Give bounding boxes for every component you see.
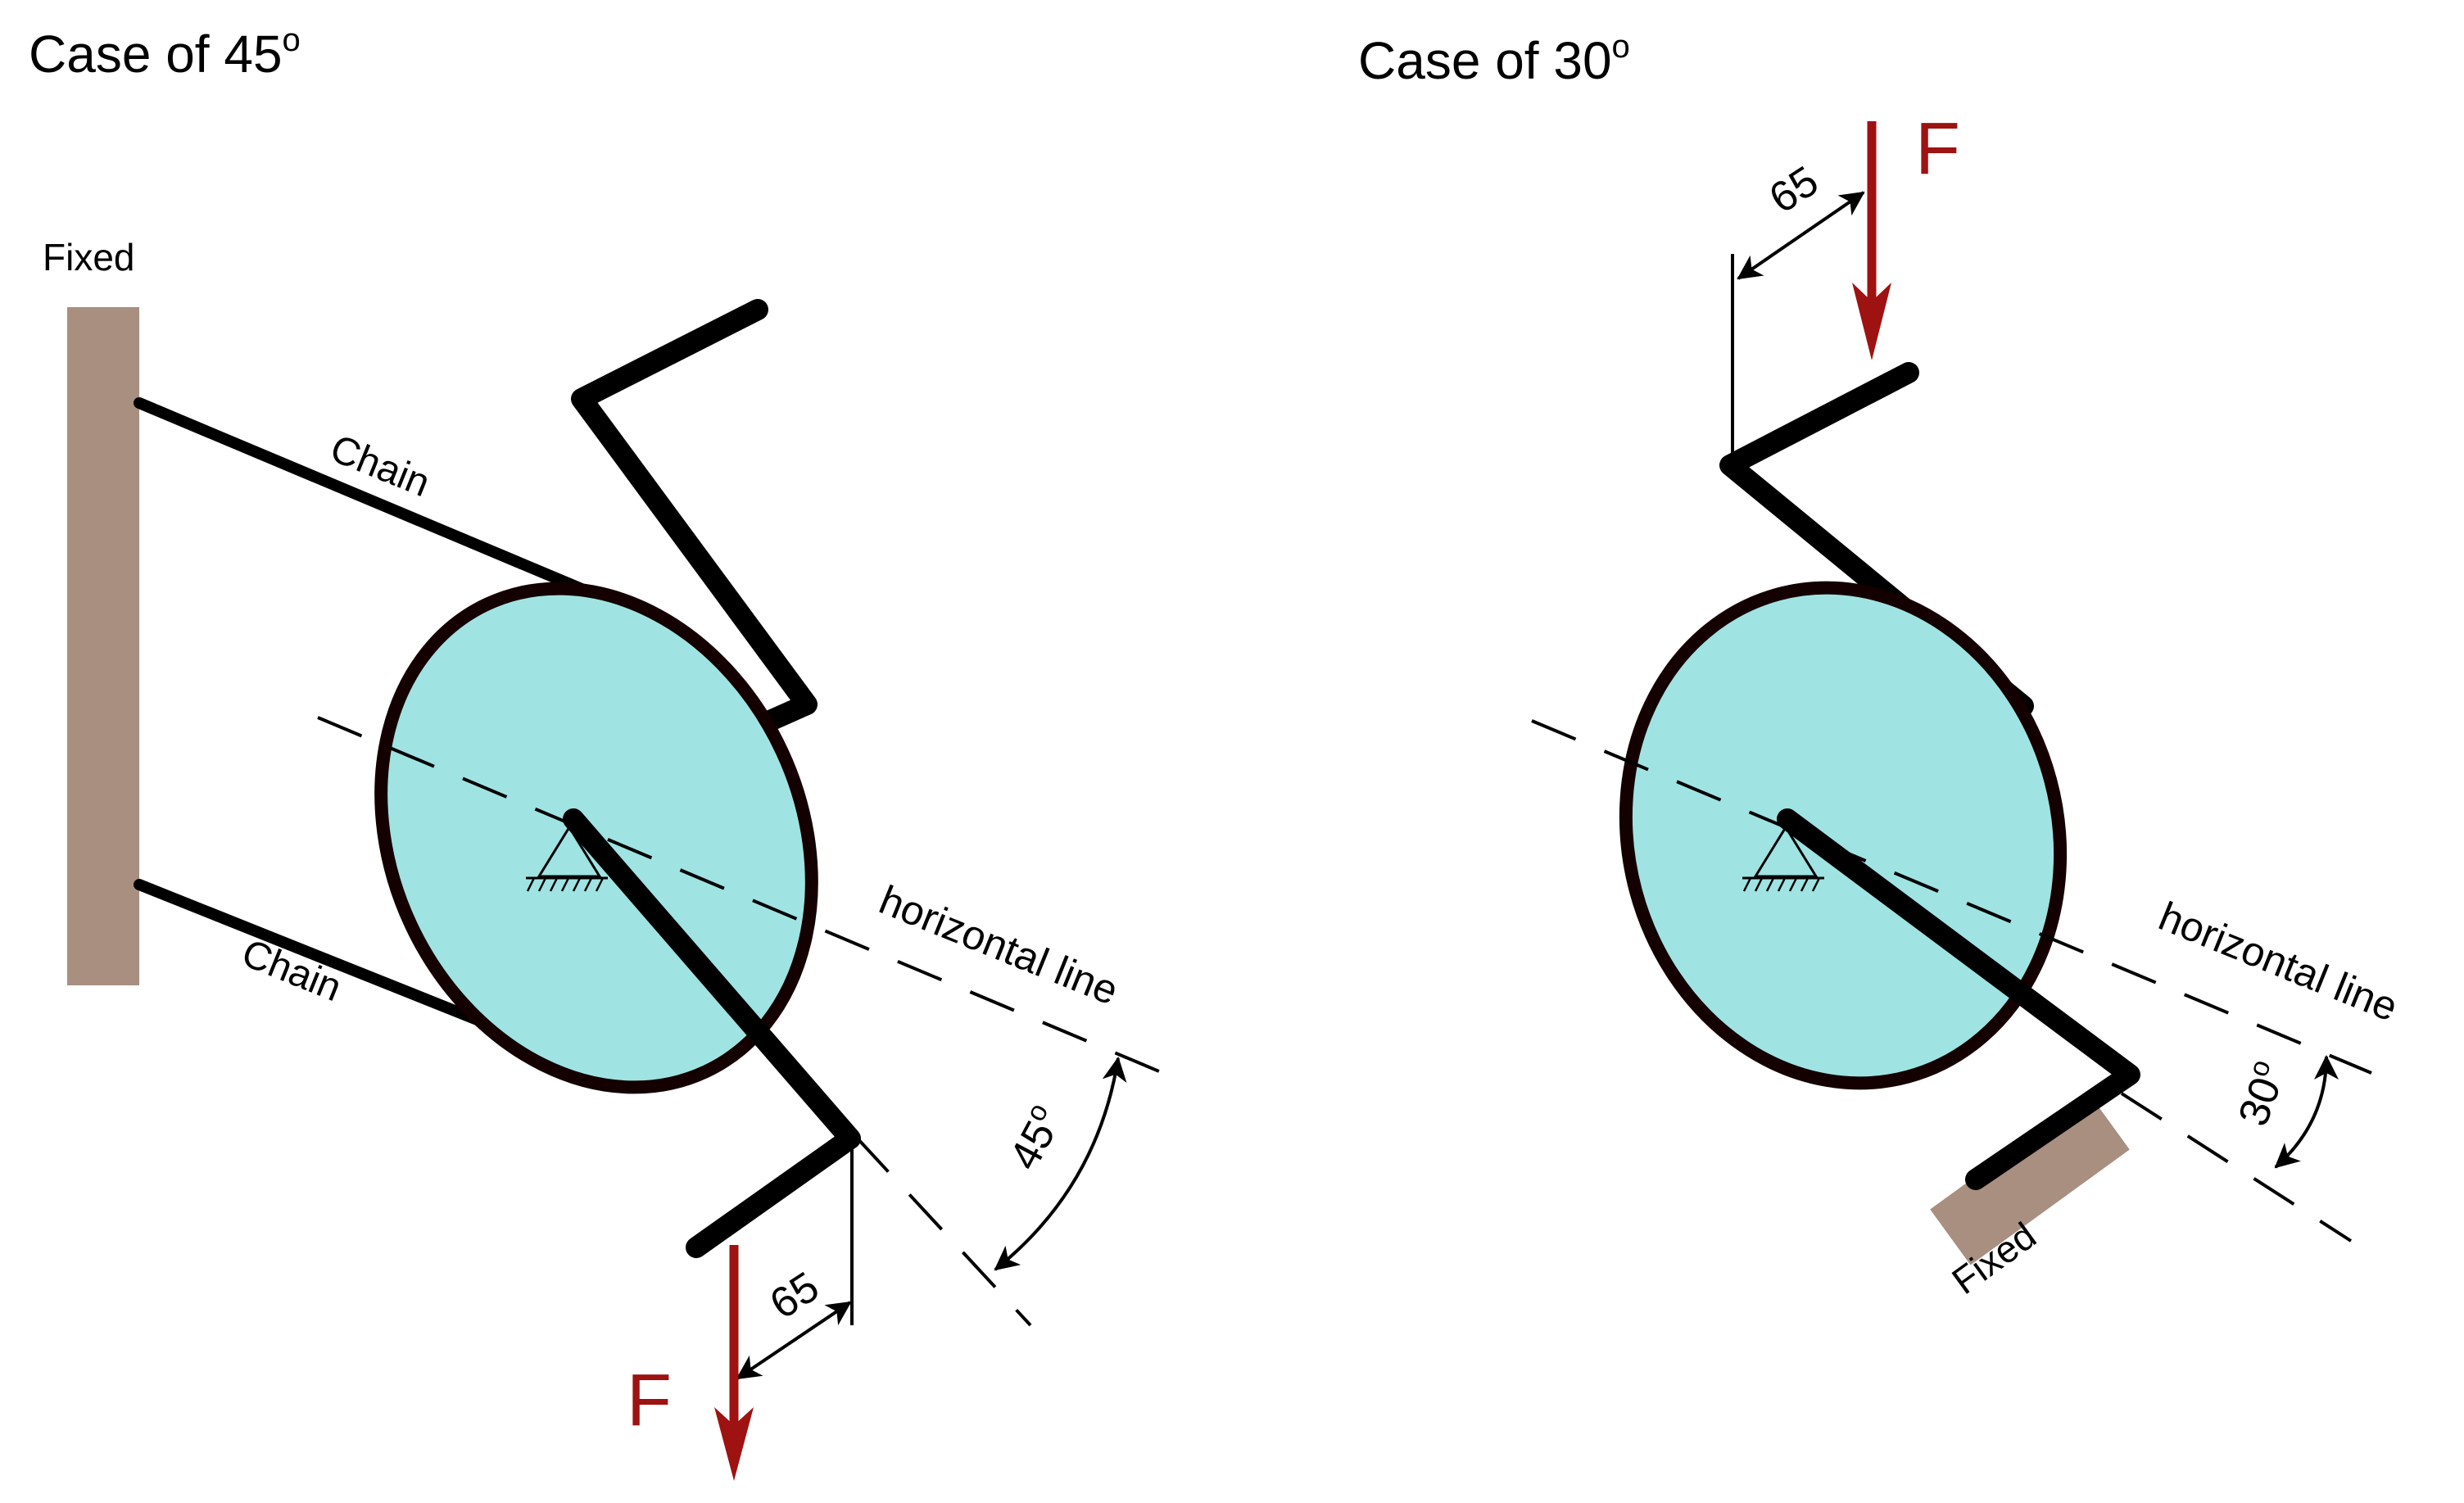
fixed-wall-label: Fixed: [43, 236, 134, 278]
dimension-arrow: [736, 1301, 852, 1380]
chain-upper: [134, 397, 628, 612]
force-arrow-head: [714, 1407, 754, 1481]
angle-reference-line: [854, 1135, 1032, 1327]
angle-arc: [994, 1057, 1127, 1271]
case-30-title: Case of 30o: [1358, 29, 1630, 90]
angle-label: 45o: [998, 1098, 1072, 1178]
pivot-support-icon-30: [1742, 825, 1824, 892]
dimension-arrow-30: [1737, 191, 1865, 280]
horizontal-line-label: horizontal line: [873, 876, 1125, 1014]
sprocket-disc-30: [1619, 581, 2068, 1090]
fixed-wall: [67, 307, 139, 985]
dimension-label-30: 65: [1761, 157, 1827, 223]
angle-arc-30: [2274, 1055, 2339, 1169]
crank-arm-lower-30: [1777, 808, 2140, 1190]
case-45-group: Case of 45o Fixed Chain Chain horizontal…: [29, 22, 1160, 1481]
dimension-label: 65: [762, 1263, 827, 1329]
crank-arm-upper: [571, 299, 818, 731]
angle-reference-line-30: [2120, 1092, 2353, 1243]
force-label: F: [627, 1360, 672, 1442]
case-45-title: Case of 45o: [29, 22, 301, 84]
horizontal-line-label-30: horizontal line: [2153, 893, 2404, 1030]
force-label-30: F: [1915, 108, 1960, 190]
angle-label-30: 30o: [2226, 1056, 2296, 1132]
chain-lower: [134, 879, 530, 1044]
pivot-support-icon: [526, 825, 608, 892]
fixed-block-30: [1930, 1093, 2130, 1265]
crank-arm-lower: [563, 808, 861, 1258]
force-arrow-head-30: [1852, 283, 1891, 360]
case-30-group: Case of 30o F 65 horizontal line: [1358, 29, 2404, 1302]
